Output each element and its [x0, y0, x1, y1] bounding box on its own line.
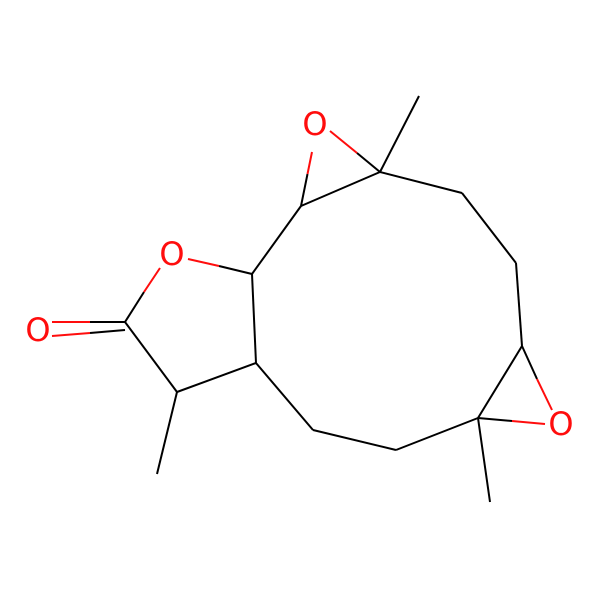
- bond: [329, 130, 358, 154]
- bond: [395, 417, 479, 451]
- bond: [124, 321, 178, 393]
- bond: [187, 258, 220, 267]
- bond: [536, 378, 553, 411]
- bond: [255, 362, 314, 431]
- methyl-bond: [156, 391, 178, 475]
- oxygen-bonds: [51, 130, 553, 425]
- oxygen-atom-label: O: [25, 311, 50, 349]
- bond: [251, 273, 257, 364]
- bond: [477, 417, 513, 422]
- bond: [356, 152, 381, 173]
- bond: [515, 262, 523, 347]
- bond: [300, 171, 381, 207]
- atom-labels: O O O O: [25, 105, 573, 443]
- methyl-bond: [477, 417, 491, 503]
- bond: [143, 267, 161, 293]
- bond: [251, 205, 302, 275]
- oxygen-atom-label: O: [159, 235, 184, 273]
- oxygen-atom-label: O: [302, 105, 327, 143]
- bond: [521, 345, 538, 380]
- bond: [312, 429, 397, 451]
- bond: [461, 192, 517, 264]
- carbon-bonds: [124, 95, 523, 503]
- bond: [511, 420, 546, 425]
- bond: [124, 291, 145, 323]
- oxygen-atom-label: O: [548, 405, 573, 443]
- bond: [379, 171, 463, 194]
- double-bond: [89, 329, 126, 334]
- methyl-bond: [379, 95, 420, 173]
- bond: [218, 265, 253, 275]
- bond: [306, 151, 313, 175]
- bond: [300, 173, 309, 207]
- bond: [176, 362, 257, 393]
- double-bond: [51, 332, 91, 337]
- bond: [477, 345, 523, 419]
